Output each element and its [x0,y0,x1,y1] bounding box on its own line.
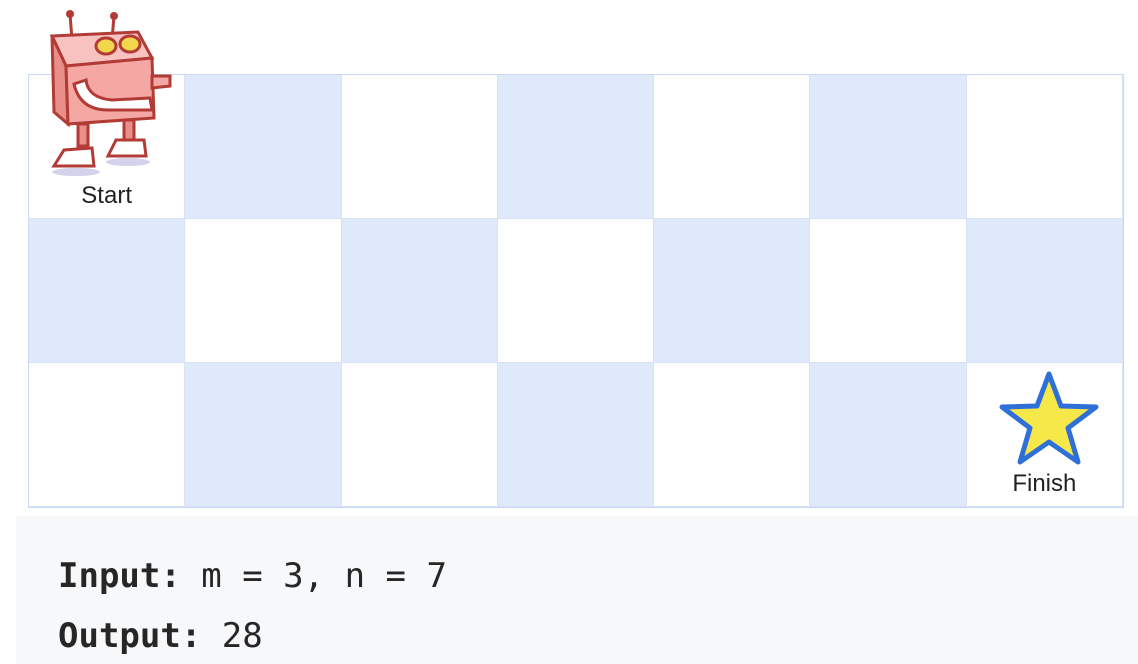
robot-grid: Start Finish [28,74,1124,508]
star-icon [999,371,1099,465]
finish-label: Finish [1012,470,1077,497]
grid-cell [341,75,498,219]
output-line: Output: 28 [58,616,263,656]
grid-cell [341,219,498,363]
grid-cell [341,363,498,507]
robot-icon [49,10,172,176]
input-line: Input: m = 3, n = 7 [58,556,447,596]
grid-cell [810,219,967,363]
output-label: Output: [58,616,202,656]
input-label: Input: [58,556,181,596]
grid-cell [810,75,967,219]
grid-cell [497,219,655,363]
grid-cell [966,75,1123,219]
grid-cell [185,219,342,363]
grid-cell [966,219,1123,363]
grid-cell [810,363,967,507]
grid-cell [654,363,811,507]
grid-cell [29,219,186,363]
grid-cell [497,75,655,219]
output-value: 28 [201,616,263,656]
grid-cell [29,363,186,507]
start-label: Start [81,182,132,209]
grid-cell [185,363,342,507]
grid-cell [654,75,811,219]
input-value: m = 3, n = 7 [180,556,447,596]
grid-cell [185,75,342,219]
grid-cell [497,363,655,507]
example-io-box [16,516,1138,664]
grid-cell [654,219,811,363]
